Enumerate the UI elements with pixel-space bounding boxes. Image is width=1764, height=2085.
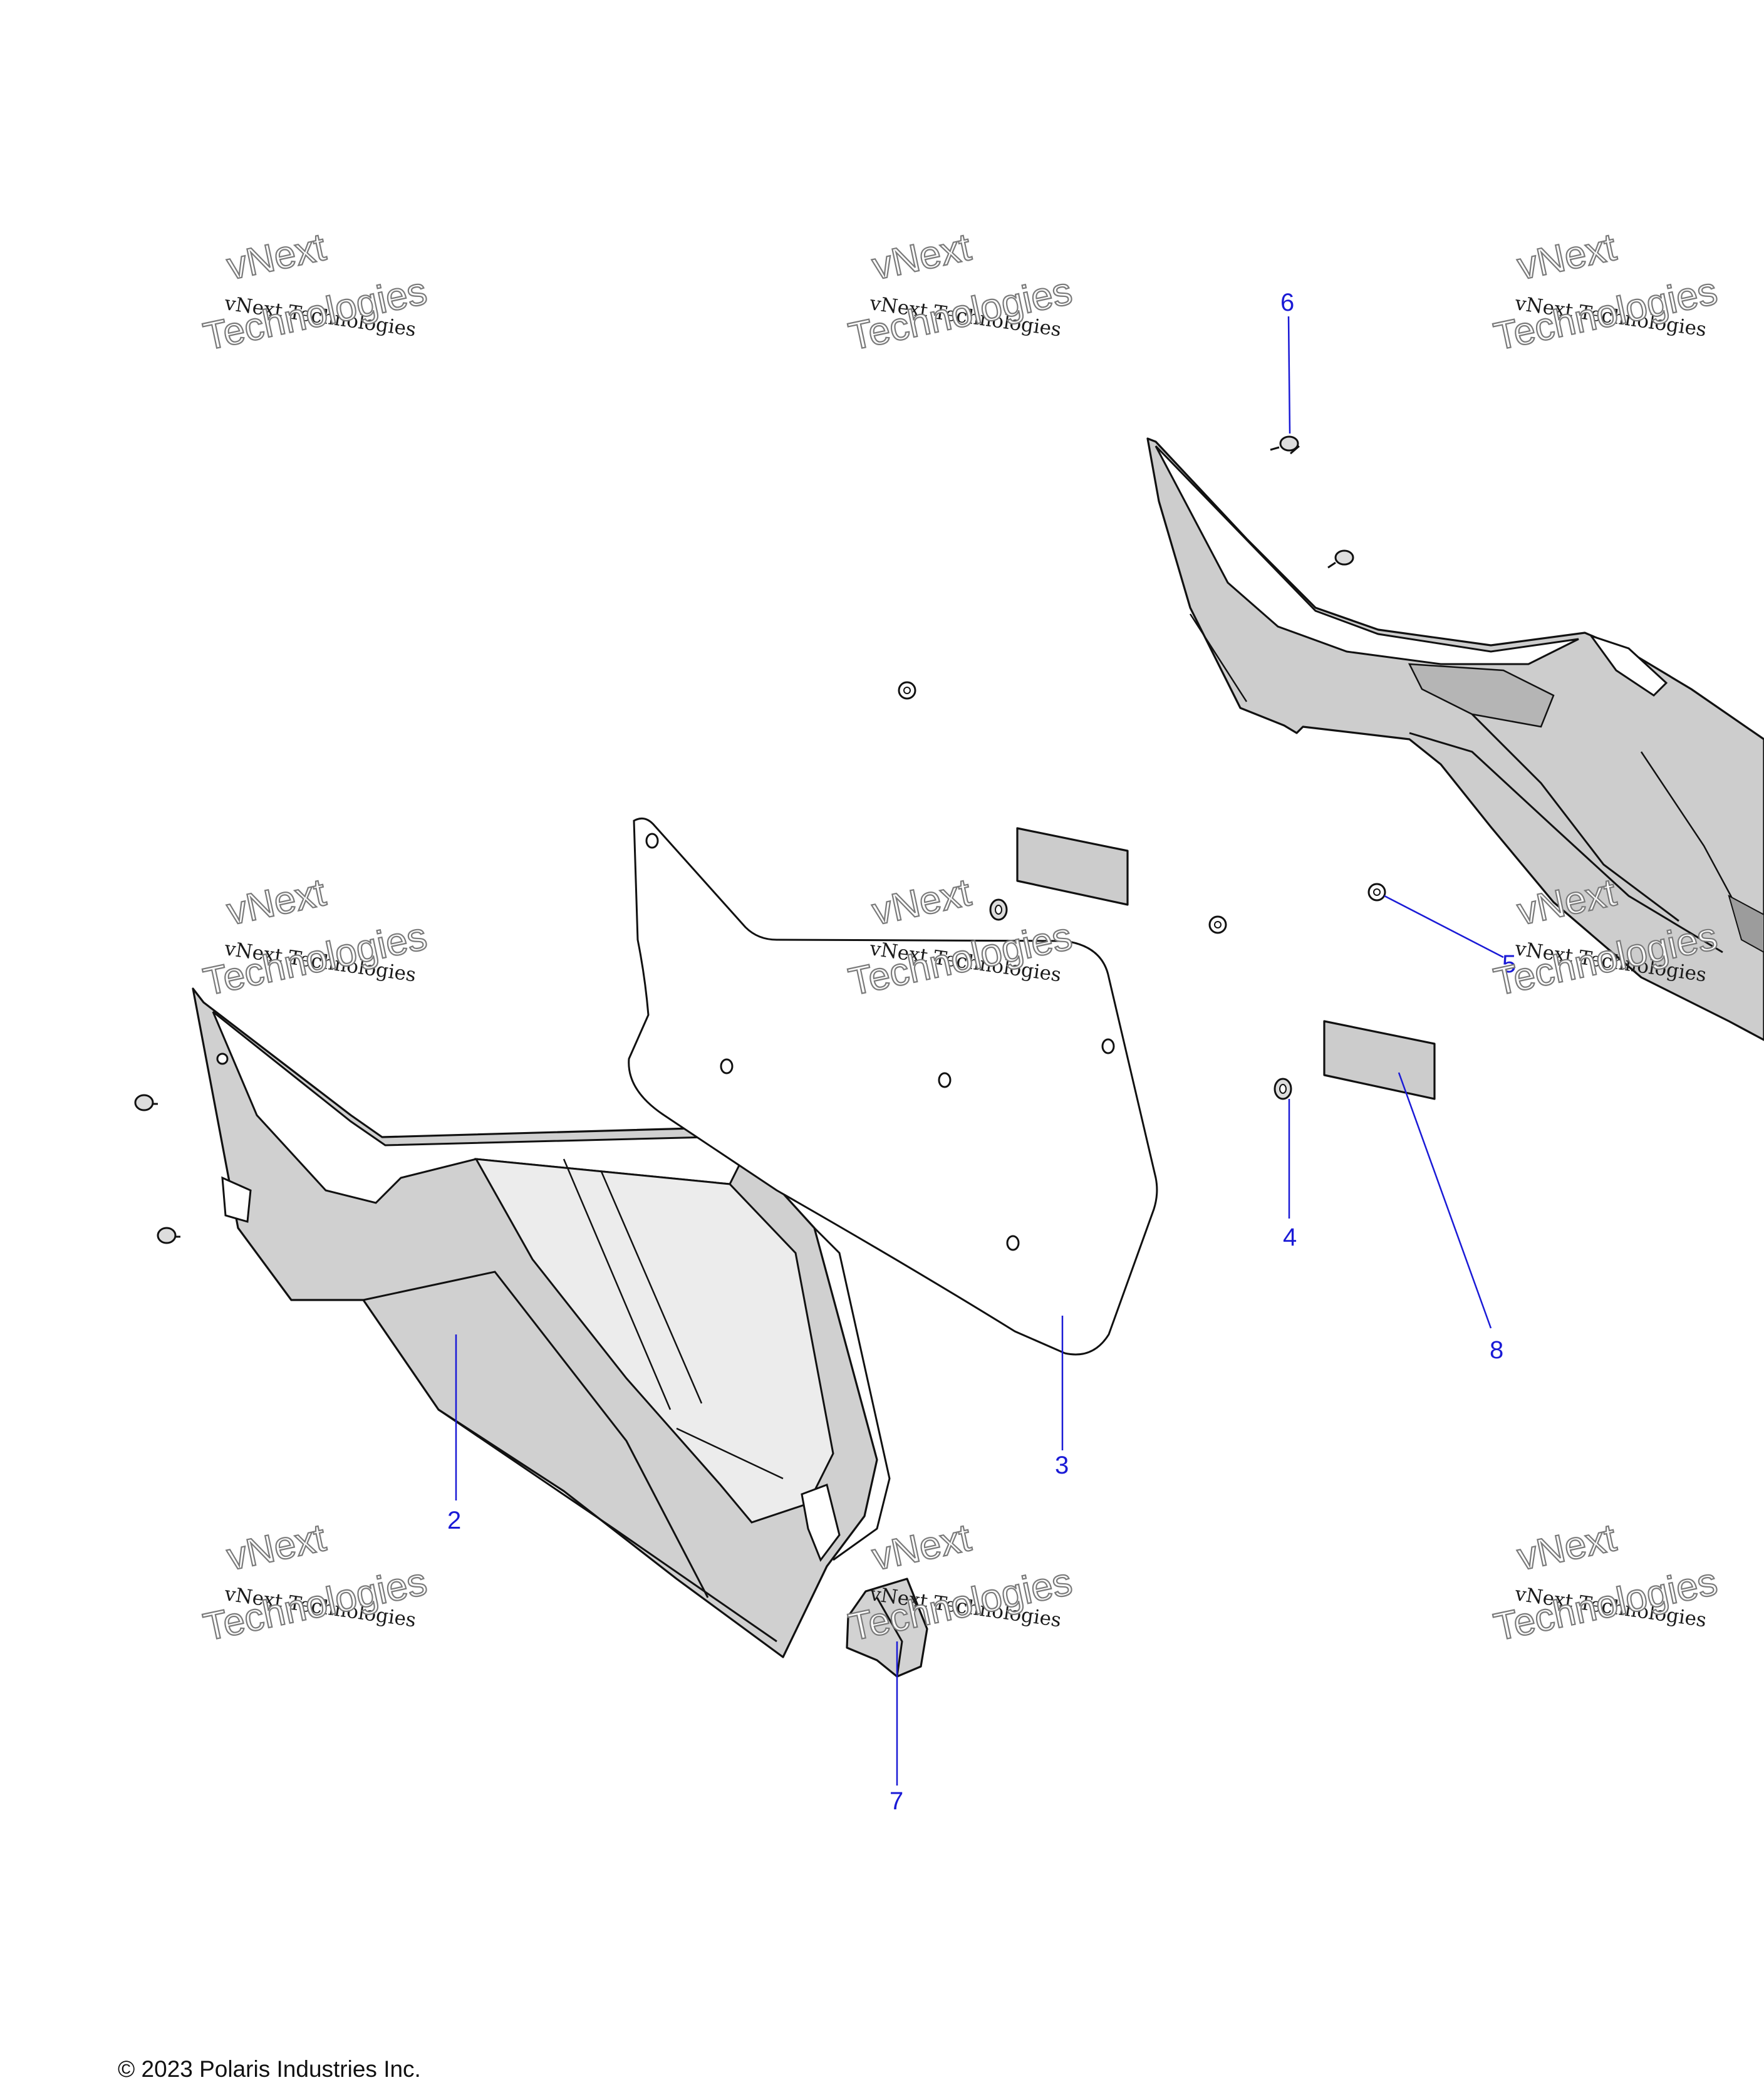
callout-6[interactable]: 6 bbox=[1280, 289, 1294, 316]
watermark-line1: vNext bbox=[868, 226, 974, 288]
part-3-panel-outline bbox=[628, 817, 1158, 1356]
part-6-push-rivet bbox=[1270, 435, 1300, 455]
watermark-line1: vNext bbox=[868, 1516, 974, 1579]
fastener-group bbox=[134, 435, 1386, 1244]
watermark-line1: vNext bbox=[223, 871, 329, 933]
watermark-stamp: vNext vNext Technologies Technologies bbox=[1490, 225, 1722, 360]
watermark-stamp: vNext vNext Technologies Technologies bbox=[1490, 1516, 1722, 1650]
watermark-stamp: vNext vNext Technologies Technologies bbox=[199, 1516, 432, 1650]
callout-4[interactable]: 4 bbox=[1283, 1224, 1297, 1251]
callout-labels: 2 3 4 5 6 7 8 bbox=[447, 289, 1516, 1815]
clip bbox=[989, 898, 1008, 921]
watermark-line1: vNext bbox=[1513, 1516, 1619, 1579]
watermark-stamp: vNext vNext Technologies Technologies bbox=[844, 225, 1077, 360]
push-rivet bbox=[1327, 549, 1354, 569]
watermark-grid: vNext vNext Technologies Technologies vN… bbox=[199, 225, 1722, 1650]
copyright-notice: © 2023 Polaris Industries Inc. bbox=[118, 2056, 421, 2082]
leader-lines bbox=[455, 316, 1504, 1786]
callout-2[interactable]: 2 bbox=[447, 1507, 461, 1534]
watermark-line1: vNext bbox=[868, 871, 974, 933]
watermark-line1: vNext bbox=[223, 1516, 329, 1579]
nut bbox=[1208, 915, 1227, 934]
callout-5[interactable]: 5 bbox=[1502, 950, 1516, 978]
part-5-nut bbox=[1367, 883, 1386, 902]
watermark-stamp: vNext vNext Technologies Technologies bbox=[199, 870, 432, 1005]
callout-7[interactable]: 7 bbox=[890, 1787, 903, 1815]
screw bbox=[157, 1227, 180, 1244]
watermark-line1: vNext bbox=[223, 226, 329, 288]
part-7-bracket bbox=[846, 1578, 928, 1678]
part-8-pad bbox=[1016, 827, 1436, 1100]
watermark-line1: vNext bbox=[1513, 226, 1619, 288]
nut bbox=[898, 681, 916, 700]
part-4-clip bbox=[1274, 1078, 1292, 1100]
callout-3[interactable]: 3 bbox=[1055, 1452, 1069, 1479]
part-2-left-side-panel bbox=[192, 987, 891, 1658]
watermark-stamp: vNext vNext Technologies Technologies bbox=[199, 225, 432, 360]
part-right-upper-panel bbox=[1146, 437, 1764, 1041]
screw bbox=[134, 1094, 158, 1111]
callout-8[interactable]: 8 bbox=[1490, 1336, 1503, 1364]
